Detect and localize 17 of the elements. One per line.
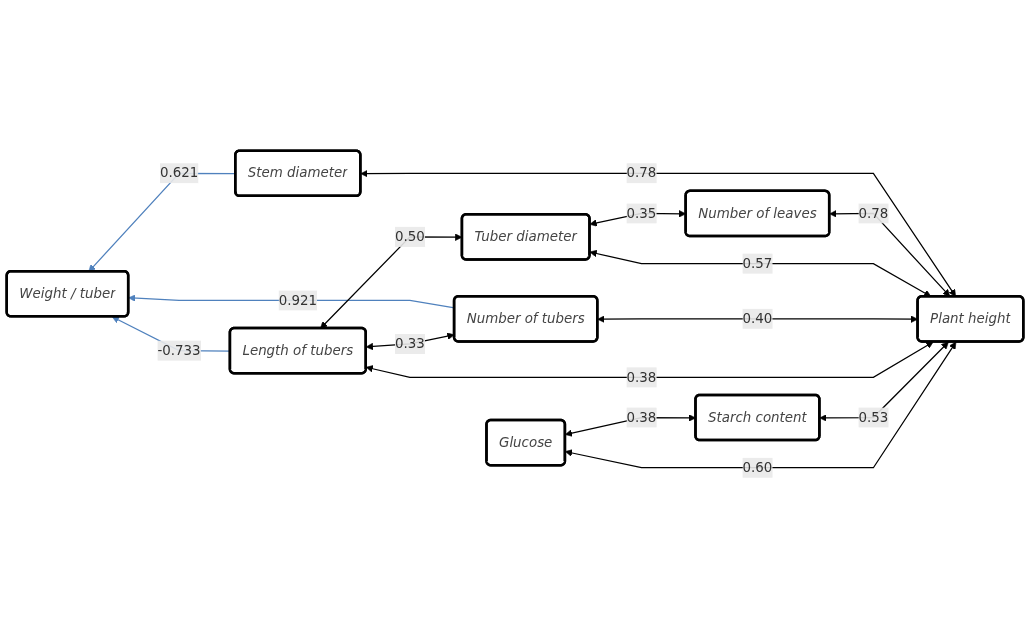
edge-label: 0.40 [742,310,773,327]
edge-label: 0.38 [626,368,657,385]
edge-label: 0.50 [395,228,425,245]
edge-label: 0.621 [159,164,199,181]
edge-label: 0.38 [626,408,657,425]
edge-label: 0.78 [858,204,889,221]
arrow [365,341,934,378]
edge-label: 0.35 [626,204,657,221]
edge-label: 0.78 [626,164,657,181]
arrow [589,249,932,297]
edge-label: 0.921 [278,291,317,308]
edge-label: 0.57 [742,255,773,271]
edge-label: 0.33 [395,335,425,352]
arrow [597,315,918,323]
edge-label: 0.60 [742,459,773,476]
edge-label: 0.53 [858,408,889,425]
edge-label: -0.733 [157,342,201,358]
